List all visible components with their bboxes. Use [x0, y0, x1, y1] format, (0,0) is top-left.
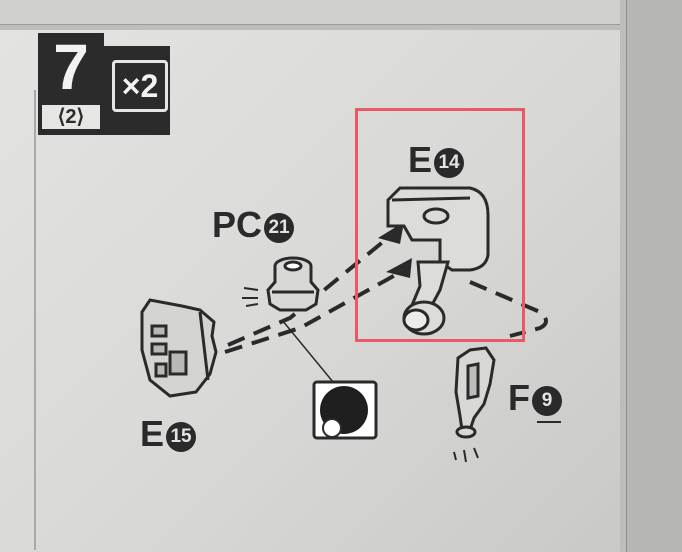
label-e15-letter: E: [140, 413, 165, 454]
label-e15-number: 15: [166, 422, 197, 452]
label-pc21-letter: PC: [212, 204, 263, 245]
quantity-badge: ×2: [104, 46, 170, 135]
step-number: 7: [53, 31, 89, 103]
assembly-guide-lines: [224, 230, 548, 354]
label-e14-letter: E: [408, 139, 433, 180]
guide-line-right: [469, 280, 548, 338]
adjacent-page: [626, 0, 682, 552]
label-f9-letter: F: [508, 377, 530, 418]
page-margin-rule: [34, 90, 36, 550]
label-f9-underline: [537, 421, 561, 423]
label-pc21-number: 21: [264, 213, 295, 243]
highlight-callout-box: [355, 108, 525, 342]
previous-page-edge: [0, 0, 620, 25]
quantity-multiplier: ×2: [112, 60, 168, 112]
part-f9-drawing: [453, 346, 496, 463]
step-subnumber: ⟨2⟩: [42, 105, 100, 129]
part-pc21-drawing: [242, 256, 320, 312]
step-number-badge: 7 ⟨2⟩: [38, 31, 104, 135]
detail-leader-line: [281, 319, 339, 389]
pc-detail-box: [312, 380, 378, 440]
part-e14-drawing: [386, 186, 490, 336]
guide-line-upper: [227, 230, 397, 347]
label-f9-number: 9: [532, 386, 562, 416]
arrow-lower-icon: [386, 258, 412, 278]
part-e15-drawing: [140, 298, 218, 398]
label-e14-number: 14: [434, 148, 465, 178]
